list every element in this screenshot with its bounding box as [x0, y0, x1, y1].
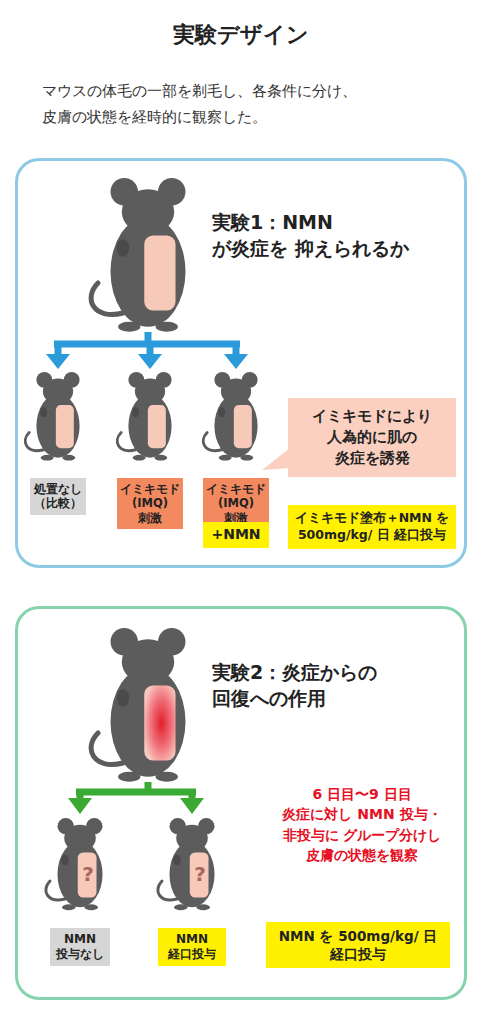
box-label: イミキモド (IMQ) 刺激	[120, 482, 180, 525]
diagram-title: 実験デザイン	[0, 20, 482, 50]
callout-box: イミキモドにより 人為的に肌の 炎症を誘発	[288, 398, 456, 477]
panel-heading: 実験1：NMN が炎症を 抑えられるか	[212, 210, 413, 261]
note-text: 6 日目〜9 日目 炎症に対し NMN 投与・非投与に グループ分けし 皮膚の状…	[262, 784, 462, 865]
experiment-panel: 実験1：NMN が炎症を 抑えられるか処置なし （比較） イミキモド (IMQ) …	[15, 158, 467, 568]
treatment-tag: +NMN	[203, 522, 269, 548]
box-label: イミキモド塗布＋NMN を 500mg/kg/ 日 経口投与	[292, 510, 452, 544]
group-box: NMN 投与なし	[50, 928, 110, 966]
box-label: 処置なし （比較）	[33, 482, 83, 511]
box-label: NMN 投与なし	[53, 932, 107, 962]
box-label: イミキモドにより 人為的に肌の 炎症を誘発	[294, 406, 450, 469]
dose-note: NMN を 500mg/kg/ 日 経口投与	[266, 922, 450, 968]
mouse-figure	[158, 818, 215, 910]
mouse-figure	[91, 178, 185, 332]
group-box: NMN 経口投与	[158, 928, 226, 966]
question-mark: ?	[77, 862, 99, 886]
box-label: イミキモド (IMQ) 刺激	[206, 482, 266, 525]
mouse-figure	[203, 372, 257, 461]
box-label: +NMN	[206, 526, 266, 544]
callout-tail	[262, 448, 290, 470]
group-box: イミキモド (IMQ) 刺激	[117, 478, 183, 529]
split-arrow	[76, 782, 196, 800]
split-arrow	[54, 332, 240, 356]
box-label: NMN を 500mg/kg/ 日 経口投与	[272, 927, 444, 963]
mouse-figure	[117, 372, 171, 461]
mouse-figure	[91, 628, 185, 782]
intro-note: マウスの体毛の一部を剃毛し、各条件に分け、 皮膚の状態を経時的に観察した。	[42, 78, 381, 131]
mouse-figure	[25, 372, 79, 461]
arrow-head	[68, 798, 204, 814]
box-label: NMN 経口投与	[161, 932, 223, 962]
arrow-head	[46, 354, 248, 369]
panel-heading: 実験2：炎症からの 回復への作用	[212, 660, 387, 711]
question-mark: ?	[189, 862, 211, 886]
group-box: 処置なし （比較）	[30, 478, 86, 515]
experiment-panel: 実験2：炎症からの 回復への作用 NMN 投与なし NMN 経口投与 NMN を 50…	[15, 606, 467, 1000]
mouse-figure	[46, 818, 103, 910]
dose-note: イミキモド塗布＋NMN を 500mg/kg/ 日 経口投与	[288, 505, 456, 549]
